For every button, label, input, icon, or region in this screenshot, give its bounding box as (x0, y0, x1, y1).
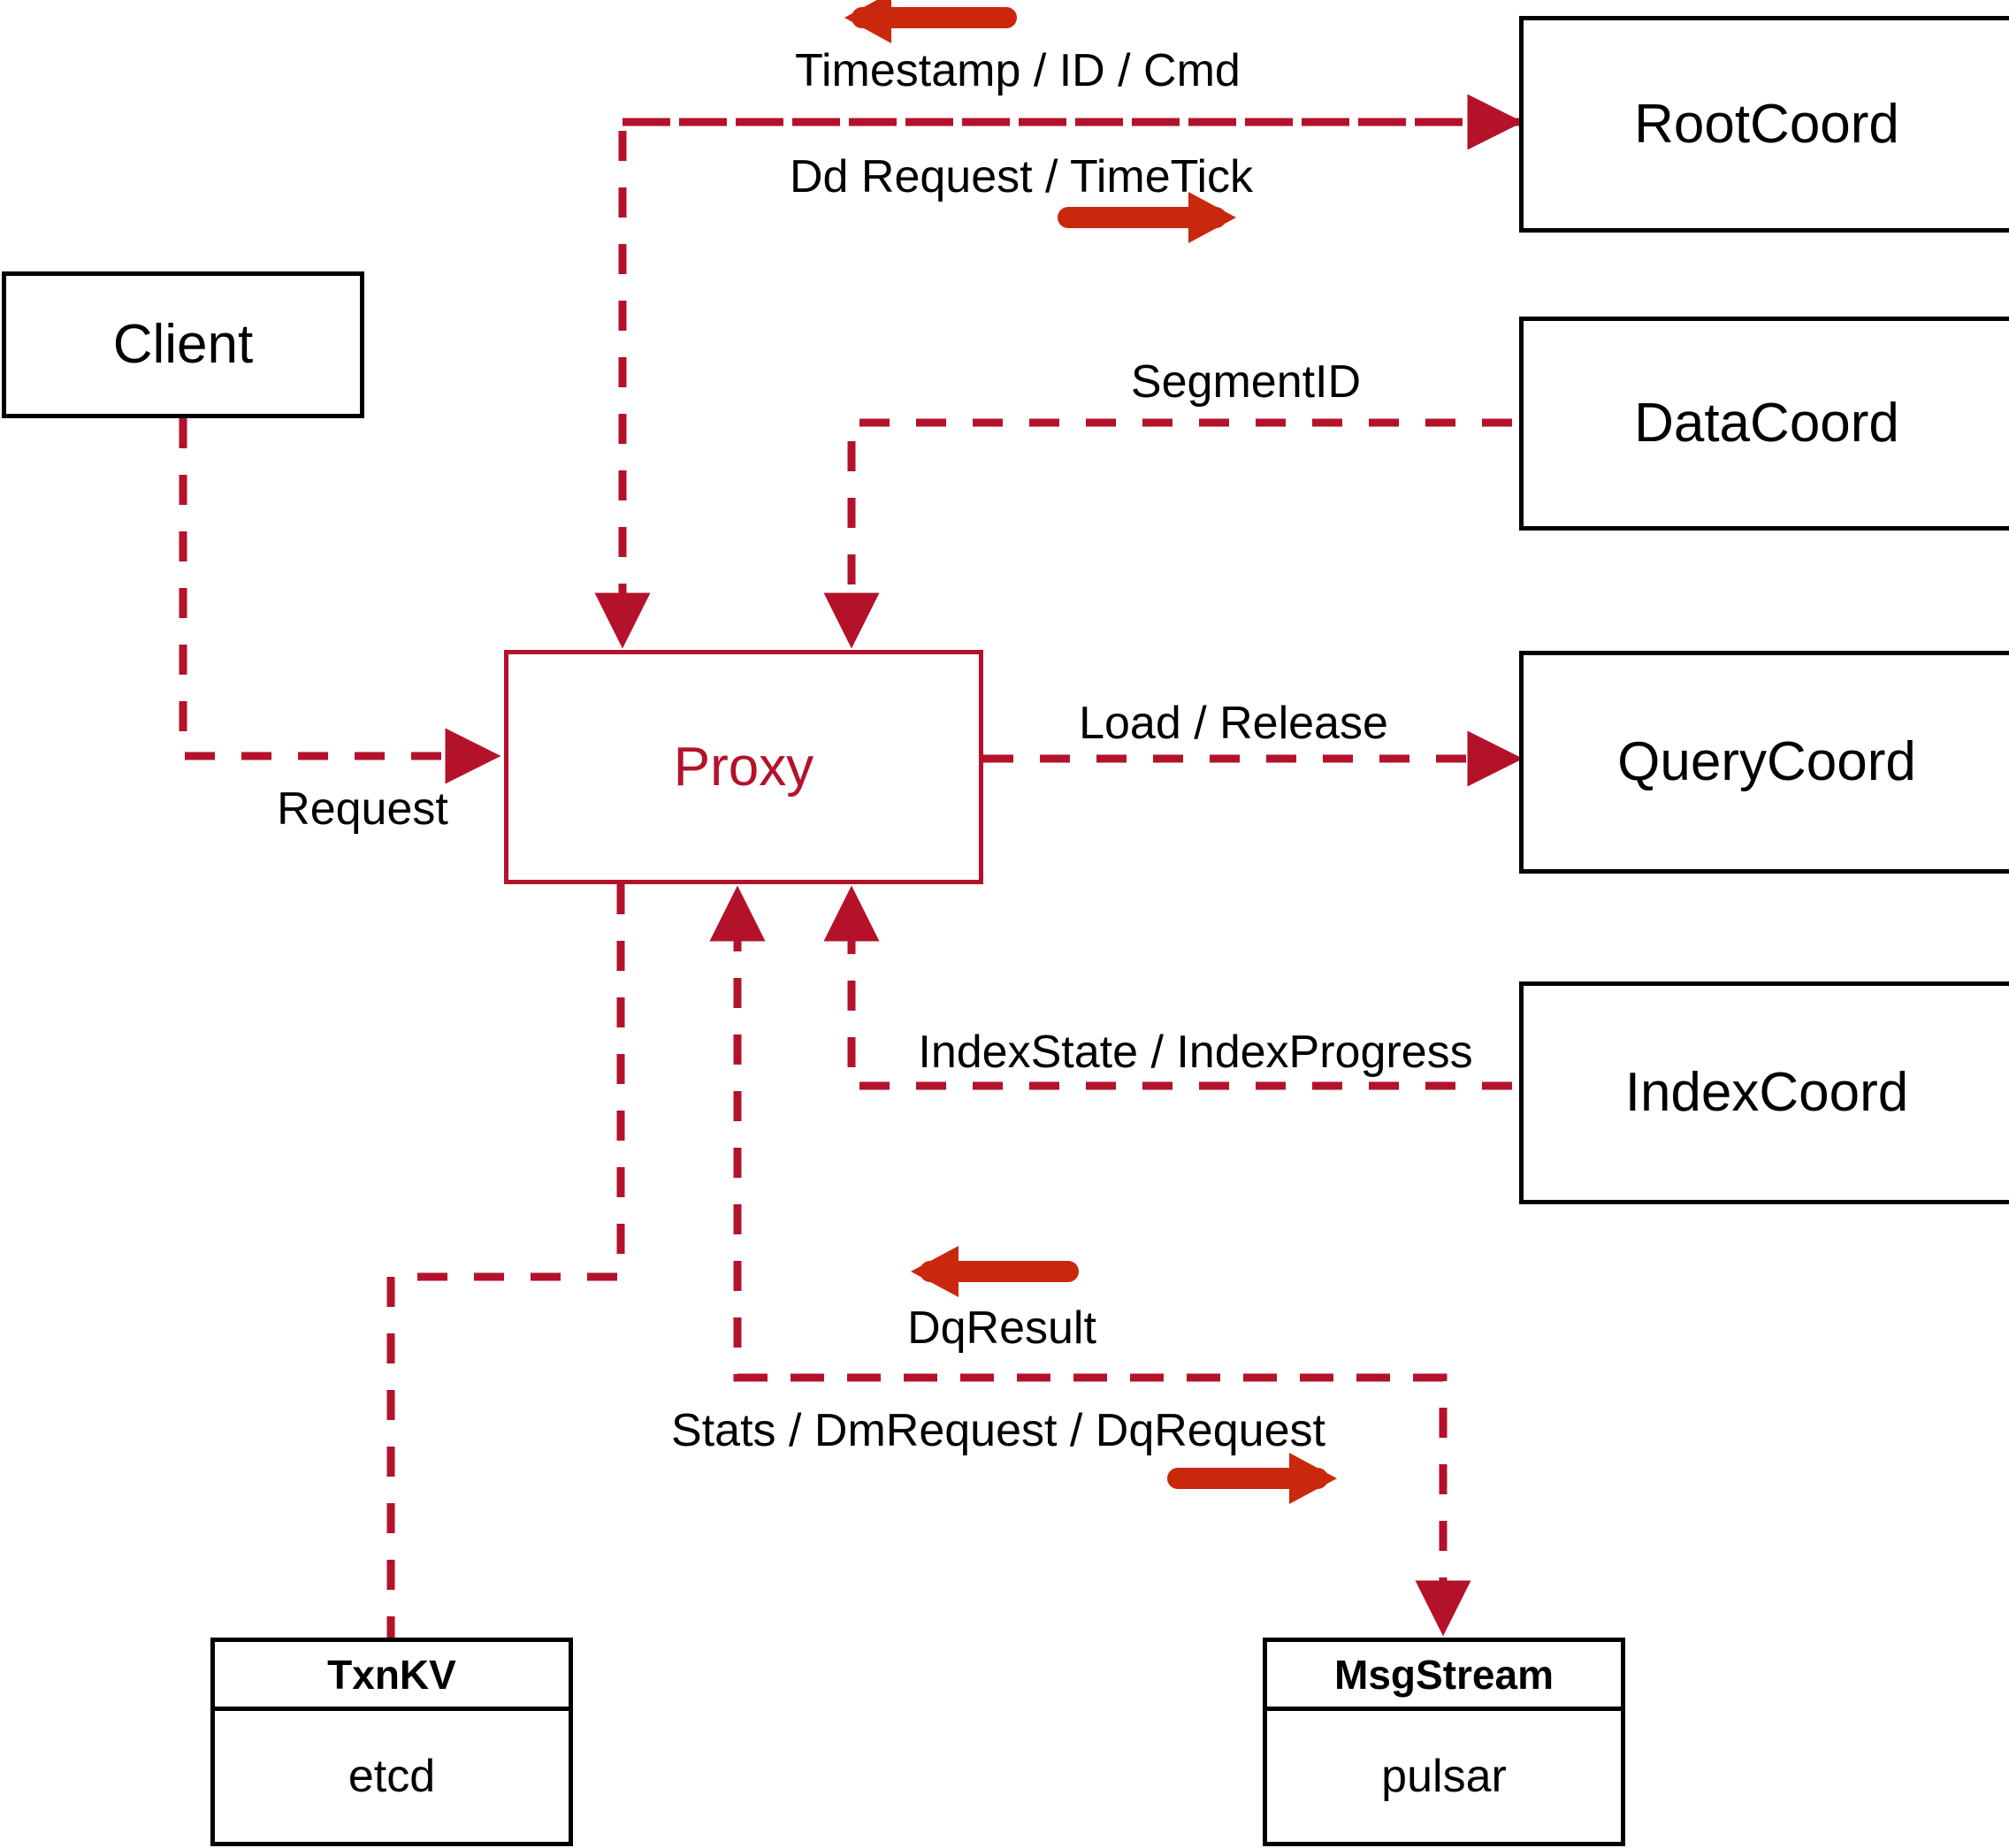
store-msgstream-body: pulsar (1267, 1711, 1621, 1842)
node-client-label: Client (112, 314, 254, 375)
wire-proxy-txnkv (386, 884, 625, 1638)
store-msgstream-title: MsgStream (1334, 1651, 1554, 1698)
direction-arrow-dqresult-left (911, 1246, 1079, 1297)
edge-label-dq-result: DqResult (907, 1302, 1096, 1354)
edge-label-timestamp-id-cmd: Timestamp / ID / Cmd (795, 45, 1241, 96)
node-proxy[interactable]: Proxy (504, 650, 983, 884)
node-index-coord[interactable]: IndexCoord (1519, 981, 2009, 1204)
node-root-coord[interactable]: RootCoord (1519, 16, 2009, 233)
store-txnkv-impl: etcd (348, 1751, 436, 1802)
direction-arrow-dmrequest-right (1167, 1453, 1337, 1504)
node-data-coord[interactable]: DataCoord (1519, 317, 2009, 531)
node-client[interactable]: Client (2, 271, 364, 418)
node-data-coord-label: DataCoord (1634, 393, 1899, 454)
node-root-coord-label: RootCoord (1634, 93, 1899, 155)
wire-segment-id (823, 418, 1512, 649)
direction-arrow-timestamp-left (844, 0, 1017, 43)
store-msgstream-header: MsgStream (1267, 1642, 1621, 1711)
node-index-coord-label: IndexCoord (1624, 1062, 1909, 1123)
edge-label-index-state-progress: IndexState / IndexProgress (918, 1027, 1473, 1078)
wire-request (179, 418, 501, 784)
edge-label-dd-request-timetick: Dd Request / TimeTick (789, 151, 1254, 202)
edge-label-load-release: Load / Release (1079, 698, 1388, 749)
store-msgstream-impl: pulsar (1381, 1751, 1507, 1802)
node-query-coord-label: QueryCoord (1617, 731, 1916, 792)
store-txnkv-title: TxnKV (327, 1651, 456, 1698)
node-proxy-label: Proxy (673, 736, 814, 798)
store-txnkv-header: TxnKV (215, 1642, 569, 1711)
node-query-coord[interactable]: QueryCoord (1519, 651, 2009, 874)
store-txnkv[interactable]: TxnKV etcd (210, 1638, 573, 1846)
edge-label-stats-dm-dq-request: Stats / DmRequest / DqRequest (671, 1405, 1325, 1456)
edge-label-request: Request (277, 783, 448, 835)
edge-label-segment-id: SegmentID (1130, 356, 1362, 408)
store-txnkv-body: etcd (215, 1711, 569, 1842)
store-msgstream[interactable]: MsgStream pulsar (1263, 1638, 1625, 1846)
